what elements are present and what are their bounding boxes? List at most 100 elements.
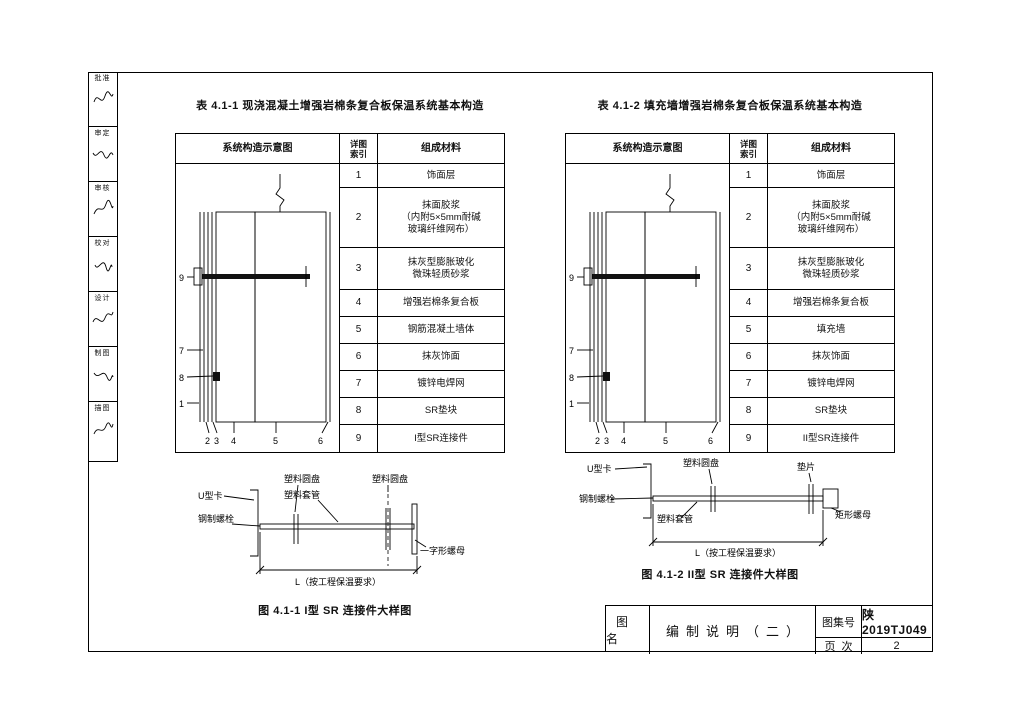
bolt-rod bbox=[259, 523, 415, 530]
break-line bbox=[275, 174, 285, 212]
length-dimension-label: L（按工程保温要求） bbox=[295, 576, 381, 587]
column-header-index: 详图 索引 bbox=[730, 134, 768, 164]
insulation-board-hatch bbox=[215, 211, 256, 423]
index-cell: 8 bbox=[340, 398, 378, 425]
connector-cap bbox=[193, 267, 203, 286]
diagram-label-2: 2 bbox=[205, 436, 210, 446]
sidebar-label: 设计 bbox=[94, 295, 111, 302]
title-block: 图名 编制说明（二） 图集号 陕2019TJ049 页次 2 bbox=[605, 605, 933, 654]
plastic-disc-right-label: 塑料圆盘 bbox=[372, 473, 408, 484]
table-2-title: 表 4.1-2 填充墙增强岩棉条复合板保温系统基本构造 bbox=[597, 100, 863, 112]
sidebar-label: 审定 bbox=[94, 130, 111, 137]
length-dimension-label: L（按工程保温要求） bbox=[695, 547, 781, 558]
material-cell: 钢筋混凝土墙体 bbox=[378, 317, 504, 344]
table-4-1-2: 系统构造示意图 详图 索引 组成材料 bbox=[565, 133, 895, 453]
sidebar-box-ratify: 审定 bbox=[88, 127, 117, 182]
signature-sidebar: 批准 审定 审核 校对 设计 制图 描图 bbox=[88, 72, 118, 462]
sidebar-box-design: 设计 bbox=[88, 292, 117, 347]
index-cell: 6 bbox=[730, 344, 768, 371]
sidebar-box-proofread: 校对 bbox=[88, 237, 117, 292]
sidebar-box-draft: 制图 bbox=[88, 347, 117, 402]
diagram-label-5: 5 bbox=[663, 436, 668, 446]
index-cell: 1 bbox=[730, 164, 768, 188]
figure2-caption: 图 4.1-2 II型 SR 连接件大样图 bbox=[641, 569, 799, 581]
index-cell: 3 bbox=[340, 248, 378, 290]
column-header-diagram: 系统构造示意图 bbox=[176, 134, 340, 164]
material-cell: 抹灰型膨胀玻化 微珠轻质砂浆 bbox=[768, 248, 894, 290]
page-no: 2 bbox=[893, 640, 900, 652]
sidebar-label: 审核 bbox=[94, 185, 111, 192]
material-cell: 抹面胶浆 （内附5×5mm耐碱 玻璃纤维网布） bbox=[378, 188, 504, 248]
diagram-label-6: 6 bbox=[708, 436, 713, 446]
rect-nut-shape bbox=[822, 488, 839, 509]
column-header-material: 组成材料 bbox=[768, 134, 894, 164]
signature bbox=[94, 262, 112, 272]
diagram-label-6: 6 bbox=[318, 436, 323, 446]
diagram-label-2: 2 bbox=[595, 436, 600, 446]
index-cell: 2 bbox=[340, 188, 378, 248]
figure-type2-connector: U型卡 塑料圆盘 垫片 钢制螺栓 塑料套管 矩形螺母 L（按工程保温要求） bbox=[565, 456, 875, 560]
signature bbox=[92, 311, 113, 323]
u-clip-label: U型卡 bbox=[587, 463, 612, 474]
u-clip-shape bbox=[643, 463, 652, 519]
steel-bolt-label: 钢制螺栓 bbox=[198, 513, 234, 524]
material-cell: 饰面层 bbox=[768, 164, 894, 188]
index-cell: 9 bbox=[730, 425, 768, 452]
diagram-label-5: 5 bbox=[273, 436, 278, 446]
system-construction-diagram: 9 7 8 1 2 3 4 5 6 bbox=[566, 164, 730, 452]
figure-type1-connector: U型卡 塑料圆盘 塑料套管 塑料圆盘 钢制螺栓 一字形螺母 L（按工程保温要求） bbox=[190, 468, 480, 600]
diagram-label-8: 8 bbox=[569, 373, 574, 383]
insulation-board-hatch bbox=[605, 211, 646, 423]
column-header-diagram: 系统构造示意图 bbox=[566, 134, 730, 164]
column-header-index: 详图 索引 bbox=[340, 134, 378, 164]
connector-cap bbox=[583, 267, 593, 286]
material-cell: I型SR连接件 bbox=[414, 432, 468, 444]
index-cell: 7 bbox=[730, 371, 768, 398]
diagram-label-3: 3 bbox=[604, 436, 609, 446]
plastic-disc-label: 塑料圆盘 bbox=[683, 457, 719, 468]
material-cell: SR垫块 bbox=[378, 398, 504, 425]
material-cell: 抹灰型膨胀玻化 微珠轻质砂浆 bbox=[378, 248, 504, 290]
index-cell: 7 bbox=[340, 371, 378, 398]
drawing-name: 编制说明（二） bbox=[650, 606, 816, 654]
index-cell: 9 bbox=[340, 425, 378, 452]
drawing-name-label: 图名 bbox=[606, 606, 650, 654]
material-cell: 抹灰饰面 bbox=[768, 344, 894, 371]
material-cell: 增强岩棉条复合板 bbox=[768, 290, 894, 317]
signature bbox=[93, 91, 113, 103]
u-clip-shape bbox=[250, 489, 259, 557]
material-cell: 增强岩棉条复合板 bbox=[378, 290, 504, 317]
plastic-sleeve-label: 塑料套管 bbox=[284, 489, 320, 500]
signature bbox=[92, 151, 113, 159]
plastic-sleeve-label: 塑料套管 bbox=[657, 513, 693, 524]
steel-bolt-label: 钢制螺栓 bbox=[579, 493, 615, 504]
table-1-title: 表 4.1-1 现浇混凝土增强岩棉条复合板保温系统基本构造 bbox=[196, 100, 484, 112]
connector-bolt bbox=[202, 274, 310, 279]
column-header-material: 组成材料 bbox=[378, 134, 504, 164]
material-cell: 填充墙 bbox=[768, 317, 894, 344]
diagram-label-4: 4 bbox=[621, 436, 626, 446]
atlas-no: 陕2019TJ049 bbox=[862, 606, 931, 638]
sidebar-label: 批准 bbox=[94, 75, 111, 82]
material-cell: 镀锌电焊网 bbox=[768, 371, 894, 398]
figure1-caption: 图 4.1-1 I型 SR 连接件大样图 bbox=[258, 605, 412, 617]
material-cell: SR垫块 bbox=[768, 398, 894, 425]
diagram-label-8: 8 bbox=[179, 373, 184, 383]
sidebar-box-approve: 批准 bbox=[88, 72, 117, 127]
signature bbox=[93, 199, 113, 215]
index-cell: 8 bbox=[730, 398, 768, 425]
diagram-label-7: 7 bbox=[569, 346, 574, 356]
bolt-rod bbox=[652, 495, 824, 502]
index-cell: 1 bbox=[340, 164, 378, 188]
index-cell: 3 bbox=[730, 248, 768, 290]
sr-pad bbox=[603, 372, 610, 381]
u-clip-label: U型卡 bbox=[198, 490, 223, 501]
index-cell: 2 bbox=[730, 188, 768, 248]
sidebar-box-trace: 描图 bbox=[88, 402, 117, 457]
index-cell: 5 bbox=[730, 317, 768, 344]
diagram-label-4: 4 bbox=[231, 436, 236, 446]
table-4-1-1: 系统构造示意图 详图 索引 组成材料 bbox=[175, 133, 505, 453]
rect-nut-label: 矩形螺母 bbox=[835, 509, 871, 520]
material-cell: II型SR连接件 bbox=[802, 432, 860, 444]
